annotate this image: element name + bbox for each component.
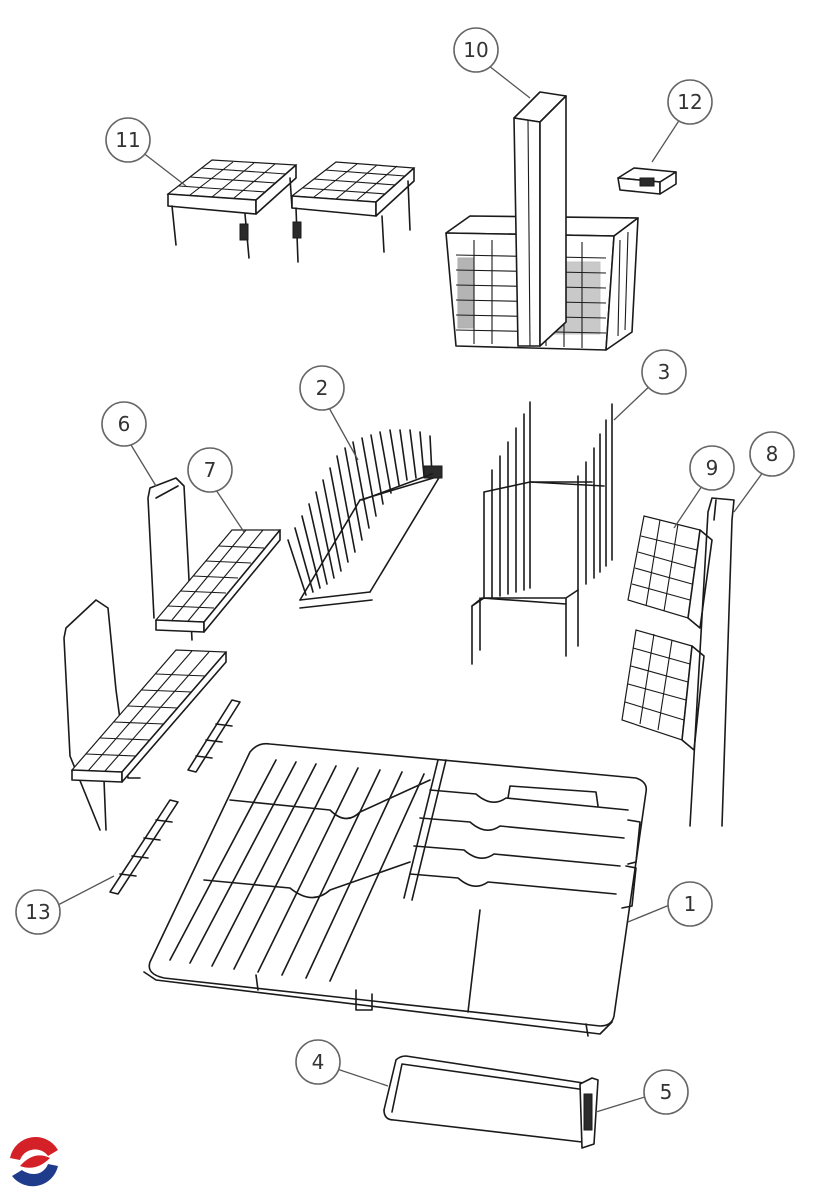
svg-text:9: 9: [706, 456, 719, 480]
callout-8: 8: [749, 431, 795, 477]
part-8-vertical-wire: [689, 497, 735, 827]
part-7-folding-shelves: [70, 529, 282, 783]
svg-text:5: 5: [660, 1080, 673, 1104]
callout-2: 2: [299, 365, 345, 411]
svg-text:8: 8: [766, 442, 779, 466]
svg-text:3: 3: [658, 360, 671, 384]
part-9-side-shelves: [621, 515, 713, 751]
part-1-basket-frame: [143, 742, 648, 1037]
part-13-tine-clips: [109, 699, 241, 895]
callout-7: 7: [187, 447, 233, 493]
part-5-end-cap: [579, 1077, 599, 1149]
svg-text:6: 6: [118, 412, 131, 436]
part-12-clip: [617, 167, 677, 195]
leader-lines: [55, 61, 767, 1113]
part-11-cup-shelves: [166, 159, 416, 263]
callout-12: 12: [667, 79, 713, 125]
part-3-plate-rack: [471, 401, 613, 665]
svg-text:7: 7: [204, 458, 217, 482]
svg-text:13: 13: [25, 900, 50, 924]
svg-text:1: 1: [684, 892, 697, 916]
svg-text:12: 12: [677, 90, 702, 114]
part-2-tine-section: [287, 429, 443, 609]
svg-text:2: 2: [316, 376, 329, 400]
callout-3: 3: [641, 349, 687, 395]
callout-9: 9: [689, 445, 735, 491]
callout-6: 6: [101, 401, 147, 447]
svg-text:4: 4: [312, 1050, 325, 1074]
callout-5: 5: [643, 1069, 689, 1115]
brand-logo-icon: [6, 1134, 62, 1190]
part-10-cutlery-basket: [445, 91, 639, 351]
callout-4: 4: [295, 1039, 341, 1085]
svg-text:10: 10: [463, 38, 488, 62]
callout-10: 10: [453, 27, 499, 73]
callout-1: 1: [667, 881, 713, 927]
callout-13: 13: [15, 889, 61, 935]
svg-text:11: 11: [115, 128, 140, 152]
part-4-wire-bar: [383, 1055, 591, 1143]
callout-11: 11: [105, 117, 151, 163]
